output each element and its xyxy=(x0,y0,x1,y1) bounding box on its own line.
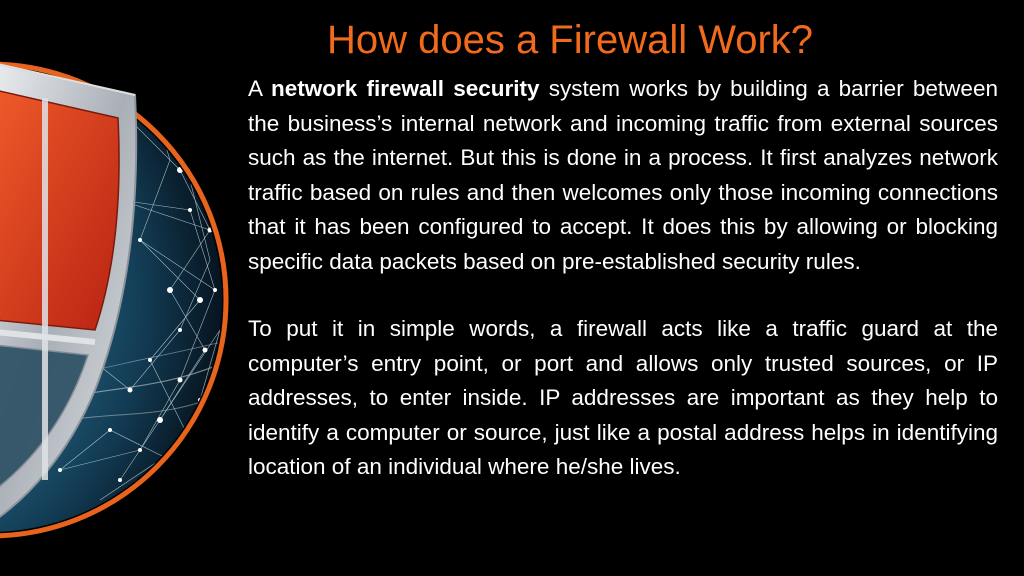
shield-icon xyxy=(0,63,138,518)
paragraph-1-rest: system works by building a barrier betwe… xyxy=(248,76,998,274)
firewall-globe-shield-art xyxy=(0,61,229,539)
paragraph-1-bold: network firewall security xyxy=(270,76,540,101)
slide-body: A network firewall security system works… xyxy=(248,72,998,485)
globe-ring xyxy=(0,61,229,539)
paragraph-2: To put it in simple words, a firewall ac… xyxy=(248,316,998,479)
slide-title: How does a Firewall Work? xyxy=(326,18,814,62)
paragraph-1: A network firewall security system works… xyxy=(248,72,998,279)
paragraph-1-lead: A xyxy=(248,76,271,101)
